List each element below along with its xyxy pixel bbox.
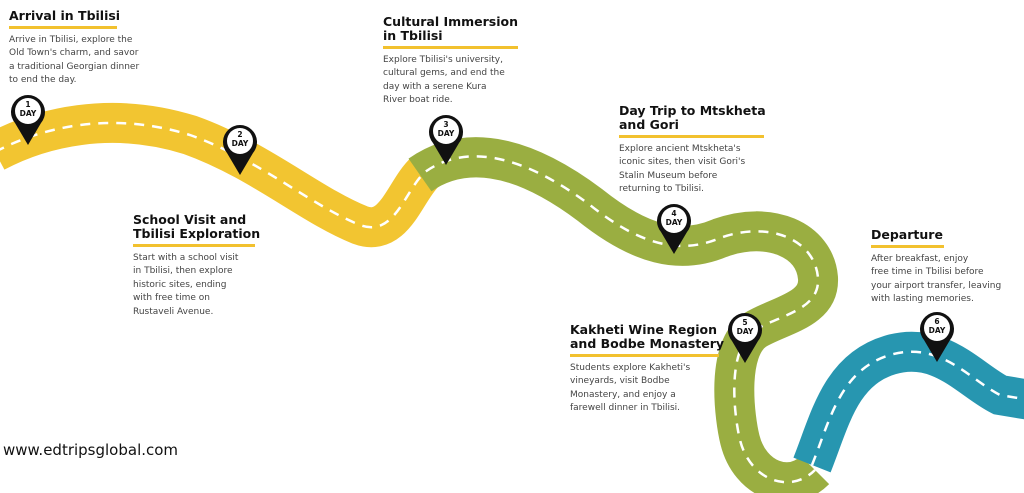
day-label: DAY [231,139,249,148]
day-1-block: Arrival in Tbilisi Arrive in Tbilisi, ex… [9,9,139,88]
day-4-block: Day Trip to Mtskheta and Gori Explore an… [619,104,766,197]
day-number: 5 [742,318,748,327]
day-number: 1 [25,100,31,109]
day-title: Departure [871,227,943,242]
title-underline [9,26,117,29]
day-number: 4 [671,209,677,218]
road-segment-green [408,137,838,493]
title-underline [133,244,255,247]
day-number: 3 [443,120,449,129]
title-underline [871,245,944,248]
day-description: Explore ancient Mtskheta's iconic sites,… [619,143,746,195]
day-label: DAY [736,327,754,336]
day-number: 2 [237,130,243,139]
day-2-block: School Visit and Tbilisi Exploration Sta… [133,213,260,319]
day-title: Kakheti Wine Region and Bodbe Monastery [570,322,725,351]
day-label: DAY [437,129,455,138]
day-label: DAY [19,109,37,118]
day-5-block: Kakheti Wine Region and Bodbe Monastery … [570,323,724,416]
day-6-block: Departure After breakfast, enjoy free ti… [871,228,1001,307]
title-underline [383,46,518,49]
day-description: Students explore Kakheti's vineyards, vi… [570,362,691,414]
day-title: Day Trip to Mtskheta and Gori [619,103,766,132]
day-description: After breakfast, enjoy free time in Tbil… [871,253,1002,305]
road-segment-blue [793,331,1024,473]
day-label: DAY [665,218,683,227]
day-description: Explore Tbilisi's university, cultural g… [383,54,505,106]
title-underline [570,354,719,357]
day-number: 6 [934,317,940,326]
website-link[interactable]: www.edtripsglobal.com [3,441,179,459]
day-title: School Visit and Tbilisi Exploration [133,212,261,241]
day-description: Arrive in Tbilisi, explore the Old Town'… [9,34,140,86]
title-underline [619,135,764,138]
day-title: Cultural Immersion in Tbilisi [383,14,519,43]
day-description: Start with a school visit in Tbilisi, th… [133,252,239,317]
day-3-block: Cultural Immersion in Tbilisi Explore Tb… [383,15,518,108]
day-title: Arrival in Tbilisi [9,8,121,23]
day-label: DAY [928,326,946,335]
